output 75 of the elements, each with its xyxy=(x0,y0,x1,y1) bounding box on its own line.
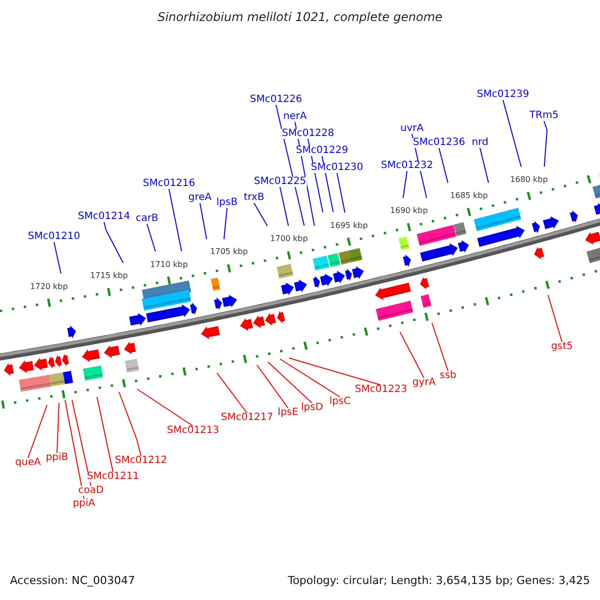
leader-line xyxy=(544,120,548,168)
leader-line xyxy=(56,402,60,454)
gene-label: SMc01239 xyxy=(476,90,530,100)
gene-label: ppiA xyxy=(72,499,96,509)
leader-line xyxy=(54,242,62,274)
gene-label: lpsB xyxy=(215,198,239,208)
gene-label: SMc01214 xyxy=(76,212,132,222)
gene-label: SMc01216 xyxy=(142,179,196,189)
leader-line xyxy=(336,172,346,214)
gene-label: gyrA xyxy=(411,378,437,388)
leader-line xyxy=(216,372,248,414)
leader-line xyxy=(104,222,124,264)
gene-label: TRm5 xyxy=(528,111,560,121)
leader-line xyxy=(168,188,182,252)
gene-label: SMc01213 xyxy=(166,426,220,436)
leader-line xyxy=(502,100,522,168)
gene-label: lpsC xyxy=(328,397,352,407)
diagram-title: Sinorhizobium meliloti 1021, complete genome xyxy=(156,11,444,23)
scale-label: 1720 kbp xyxy=(30,282,68,291)
leader-line xyxy=(136,388,194,426)
gene-label: trxB xyxy=(242,193,266,203)
gene-label: greA xyxy=(187,193,213,203)
gene-label: ppiB xyxy=(44,453,70,463)
leader-line xyxy=(548,294,562,342)
gene-label: SMc01217 xyxy=(220,413,274,423)
gene-label: SMc01211 xyxy=(86,472,140,482)
leader-line xyxy=(288,358,382,386)
gene-label: SMc01226 xyxy=(248,95,304,105)
scale-label: 1680 kbp xyxy=(510,176,548,184)
leader-line xyxy=(72,400,92,486)
leader-line xyxy=(400,332,424,378)
gene-label: lpsE xyxy=(276,408,300,418)
leader-line xyxy=(96,396,114,472)
gene-label: SMc01232 xyxy=(380,161,434,171)
scale-label: 1700 kbp xyxy=(270,235,308,244)
leader-line xyxy=(118,392,142,456)
scale-label: 1705 kbp xyxy=(210,248,248,256)
gene-label: gst5 xyxy=(550,342,574,352)
gene-label: queA xyxy=(14,458,42,468)
scale-label: 1715 kbp xyxy=(90,272,128,280)
gene-label: SMc01223 xyxy=(354,385,408,395)
leader-line xyxy=(280,186,289,226)
leader-line xyxy=(438,148,448,184)
leader-line xyxy=(224,208,228,240)
leader-line xyxy=(146,224,156,252)
scale-label: 1695 kbp xyxy=(330,222,368,230)
leader-line xyxy=(402,170,408,198)
gene-label: SMc01228 xyxy=(280,129,336,139)
accession-text: Accession: NC_003047 xyxy=(10,575,136,586)
gene-label: ssb xyxy=(438,371,458,381)
scale-label: 1710 kbp xyxy=(150,260,188,269)
genome-summary-text: Topology: circular; Length: 3,654,135 bp; Genes: 3,425 xyxy=(288,575,590,586)
gene-label: uvrA xyxy=(399,124,425,134)
gene-label: SMc01210 xyxy=(26,232,82,242)
leader-line xyxy=(254,202,268,226)
gene-label: lpsD xyxy=(300,403,324,413)
leader-line xyxy=(64,400,84,500)
leader-line xyxy=(280,358,340,398)
leader-line xyxy=(200,202,208,240)
scale-label: 1690 kbp xyxy=(390,207,428,216)
leader-line xyxy=(480,148,489,184)
leader-line xyxy=(432,322,448,372)
leader-line xyxy=(268,362,312,404)
scale-label: 1685 kbp xyxy=(450,192,488,200)
gene-label: carB xyxy=(134,214,160,224)
gene-label: nrd xyxy=(470,138,490,148)
leader-line xyxy=(256,364,288,408)
gene-label: SMc01236 xyxy=(412,138,466,148)
gene-label: nerA xyxy=(282,112,308,122)
gene-label: SMc01225 xyxy=(252,177,308,187)
leader-line xyxy=(28,404,48,458)
gene-label: SMc01212 xyxy=(114,456,168,466)
gene-label: SMc01229 xyxy=(294,146,350,156)
gene-label: SMc01230 xyxy=(310,163,364,173)
gene-label: coaD xyxy=(77,486,105,496)
